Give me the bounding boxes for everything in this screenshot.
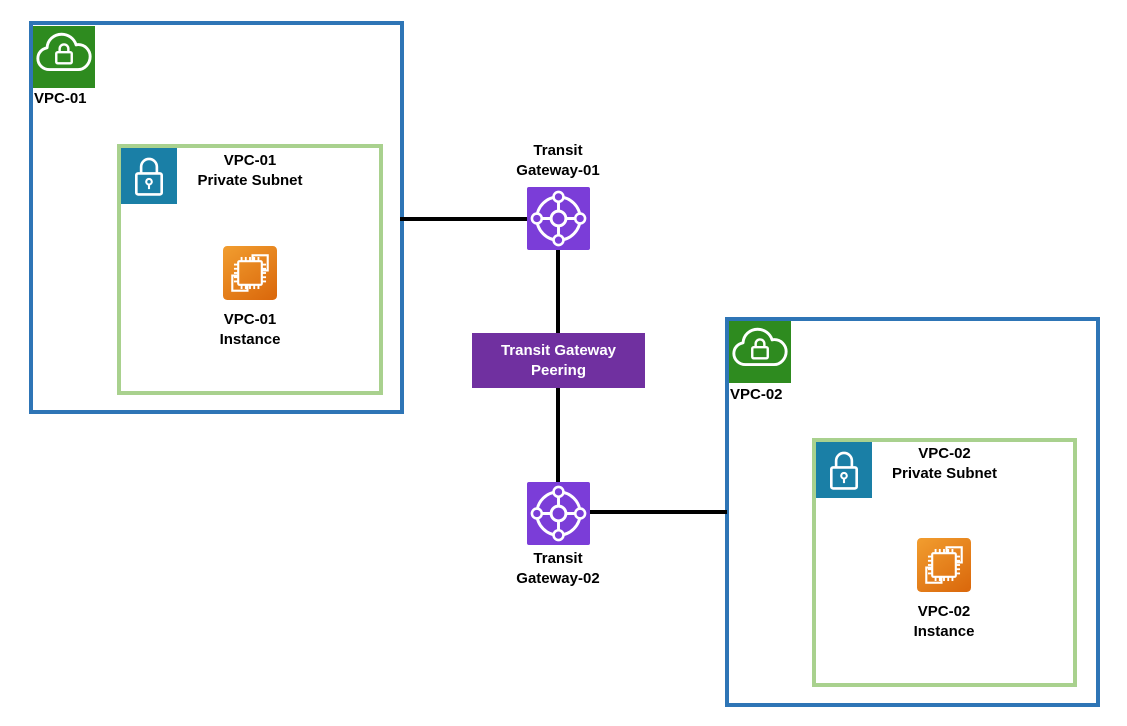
tgw1-label: Transit Gateway-01 (483, 141, 633, 181)
vpc1-instance-label-line2: Instance (219, 331, 281, 348)
vpc2-instance-icon (917, 538, 971, 592)
vpc2-instance-label: VPC-02 Instance (869, 602, 1019, 642)
vpc1-instance-label-line1: VPC-01 (223, 311, 277, 328)
vpc1-subnet-title-line2: Private Subnet (197, 172, 303, 189)
tgw1-transit-gateway-icon (527, 187, 590, 250)
vpc2-subnet-title-line1: VPC-02 (918, 445, 971, 462)
tgw2-transit-gateway-icon (527, 482, 590, 545)
tgw1-label-line1: Transit (533, 142, 583, 159)
vpc1-instance-label: VPC-01 Instance (175, 310, 325, 350)
connector-vpc1-to-tgw1 (400, 217, 527, 221)
peering-label-line2: Peering (530, 361, 587, 379)
vpc2-subnet-title-line2: Private Subnet (891, 465, 998, 482)
tgw2-label-line1: Transit (533, 550, 583, 567)
vpc1-subnet-title: VPC-01 Private Subnet (117, 151, 383, 191)
tgw2-label-line2: Gateway-02 (516, 570, 600, 587)
vpc2-instance-label-line1: VPC-02 (917, 603, 971, 620)
peering-label-line1: Transit Gateway (500, 341, 617, 359)
vpc2-subnet-title: VPC-02 Private Subnet (812, 444, 1077, 484)
tgw1-label-line2: Gateway-01 (516, 162, 600, 179)
tgw2-label: Transit Gateway-02 (483, 549, 633, 589)
vpc2-label: VPC-02 (730, 386, 783, 403)
vpc2-instance-label-line2: Instance (913, 623, 975, 640)
vpc1-cloud-lock-icon (33, 26, 95, 88)
vpc1-private-subnet-lock-icon (121, 148, 177, 204)
transit-gateway-peering-badge: Transit Gateway Peering (472, 333, 645, 388)
connector-tgw2-to-vpc2 (590, 510, 727, 514)
vpc2-private-subnet-lock-icon (816, 442, 872, 498)
vpc1-label: VPC-01 (34, 90, 87, 107)
vpc2-cloud-lock-icon (729, 321, 791, 383)
vpc1-subnet-title-line1: VPC-01 (223, 152, 277, 169)
vpc1-instance-icon (223, 246, 277, 300)
